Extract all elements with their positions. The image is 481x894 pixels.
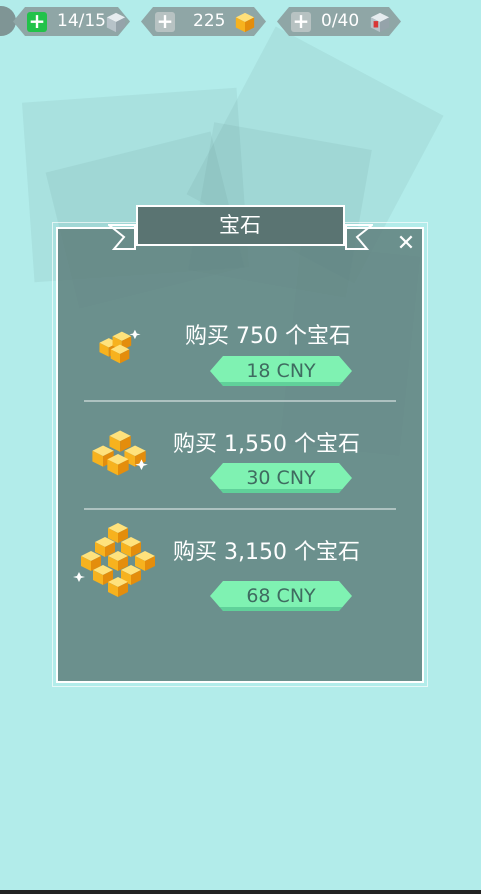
add-keys-icon[interactable]: + bbox=[292, 9, 310, 33]
lives-counter: + 14/15 bbox=[13, 7, 130, 36]
offer-title: 购买 750 个宝石 bbox=[185, 324, 351, 349]
close-icon: ✕ bbox=[396, 231, 416, 256]
title-ribbon bbox=[108, 205, 373, 250]
add-gems-icon[interactable]: + bbox=[156, 9, 174, 33]
keys-counter: + 0/40 bbox=[277, 7, 401, 36]
buy-750-gems-button[interactable]: 18 CNY bbox=[210, 356, 352, 386]
gems-value: 225 bbox=[193, 11, 226, 31]
close-button[interactable]: ✕ bbox=[394, 232, 418, 256]
buy-3150-gems-button[interactable]: 68 CNY bbox=[210, 581, 352, 611]
gem-pile-medium-icon bbox=[92, 430, 148, 476]
buy-1550-gems-button[interactable]: 30 CNY bbox=[210, 463, 352, 493]
lives-value: 14/15 bbox=[57, 11, 106, 31]
system-bar bbox=[0, 890, 481, 894]
gem-pile-small-icon bbox=[99, 329, 141, 364]
keys-value: 0/40 bbox=[321, 11, 360, 31]
menu-corner-button[interactable] bbox=[0, 6, 16, 36]
divider bbox=[84, 508, 396, 510]
gem-icon bbox=[234, 11, 256, 33]
dialog-title: 宝石 bbox=[219, 213, 261, 237]
cube-key-icon bbox=[369, 11, 391, 33]
cube-icon bbox=[105, 11, 127, 33]
divider bbox=[84, 400, 396, 402]
offer-title: 购买 3,150 个宝石 bbox=[173, 540, 360, 565]
add-lives-icon[interactable]: + bbox=[28, 9, 46, 33]
offer-title: 购买 1,550 个宝石 bbox=[173, 432, 360, 457]
gem-pile-large-icon bbox=[73, 523, 155, 597]
gems-counter: + 225 bbox=[141, 7, 266, 36]
